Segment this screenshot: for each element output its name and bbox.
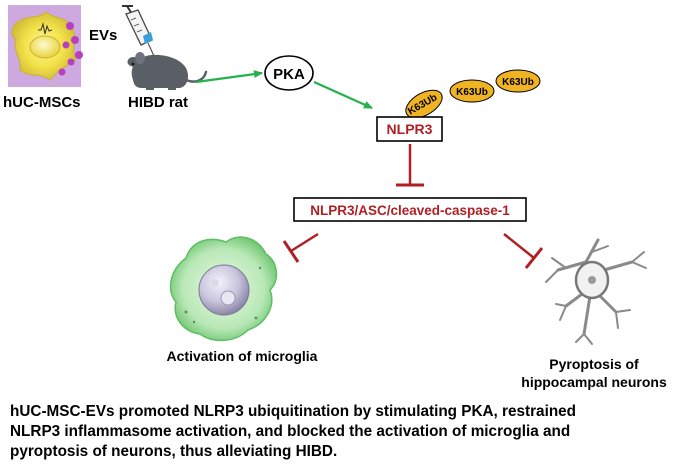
caption-line: NLRP3 inflammasome activation, and block…	[10, 423, 571, 440]
microglia-icon	[169, 236, 278, 342]
microglia-label: Activation of microglia	[167, 348, 318, 364]
caption-line: hUC-MSC-EVs promoted NLRP3 ubiquitinatio…	[10, 403, 577, 420]
neurons-label-line2: hippocampal neurons	[521, 374, 667, 390]
inhibition-complex-to-microglia	[282, 232, 319, 263]
msc-label: hUC-MSCs	[3, 94, 81, 111]
inflammasome-complex-label: NLPR3/ASC/cleaved-caspase-1	[310, 203, 510, 218]
inhibition-nlpr3-to-complex	[396, 144, 424, 187]
nlpr3-label: NLPR3	[387, 121, 433, 137]
k63ub-oval	[495, 69, 541, 93]
neurons-label-line1: Pyroptosis of	[549, 356, 639, 372]
ubiquitin-chain: K63Ub K63Ub K63Ub	[405, 69, 541, 119]
caption-line: pyroptosis of neurons, thus alleviating …	[10, 443, 338, 460]
pka-label: PKA	[273, 66, 305, 83]
inhibition-complex-to-neurons	[503, 233, 544, 269]
pka-node	[264, 55, 314, 91]
inflammasome-complex-box	[293, 197, 527, 222]
k63ub-label: K63Ub	[456, 87, 488, 98]
evs-label: EVs	[89, 27, 117, 44]
neuron-icon	[545, 238, 647, 345]
rat-label: HIBD rat	[128, 94, 188, 111]
extracellular-vesicles	[58, 22, 83, 76]
k63ub-label: K63Ub	[502, 77, 534, 88]
syringe-icon	[122, 5, 155, 57]
nlpr3-box	[376, 116, 443, 142]
rat-icon	[127, 52, 208, 90]
activation-arrow-pka-to-nlpr3	[313, 80, 373, 110]
k63ub-oval	[405, 89, 443, 119]
activation-arrow-rat-to-pka	[195, 70, 263, 84]
figure-caption: hUC-MSC-EVs promoted NLRP3 ubiquitinatio…	[10, 402, 680, 462]
k63ub-oval	[449, 79, 495, 103]
stem-cell-icon	[8, 5, 81, 87]
